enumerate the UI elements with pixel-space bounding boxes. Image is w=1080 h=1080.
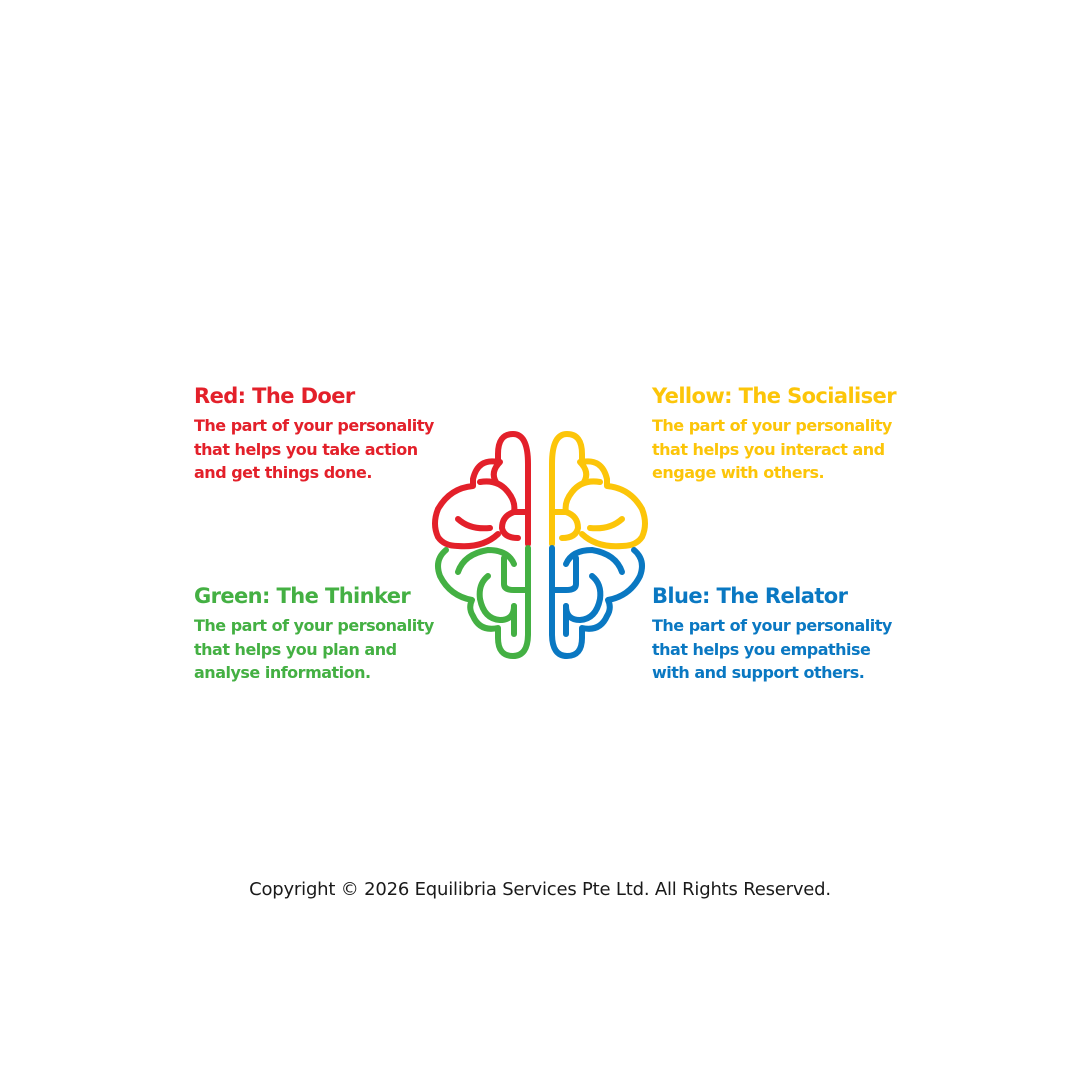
brain-green-lobe-icon [435, 545, 531, 659]
green-title: Green: The Thinker [194, 584, 411, 608]
blue-description: The part of your personality that helps … [652, 614, 922, 685]
green-description-line: that helps you plan and [194, 639, 397, 659]
green-description-line: analyse information. [194, 663, 371, 682]
brain-blue-lobe-icon [549, 545, 645, 659]
yellow-description-line: The part of your personality [652, 416, 892, 435]
green-description-line: The part of your personality [194, 616, 434, 635]
yellow-description: The part of your personality that helps … [652, 414, 922, 485]
green-description: The part of your personality that helps … [194, 614, 464, 685]
blue-title: Blue: The Relator [652, 584, 848, 608]
blue-description-line: with and support others. [652, 663, 865, 682]
red-description-line: that helps you take action [194, 439, 418, 459]
panel-yellow-socialiser: Yellow: The Socialiser The part of your … [652, 383, 922, 485]
copyright-footer: Copyright © 2026 Equilibria Services Pte… [249, 879, 831, 900]
panel-green-thinker: Green: The Thinker The part of your pers… [194, 583, 464, 685]
brain-yellow-lobe-icon [549, 431, 648, 550]
blue-description-line: that helps you empathise [652, 639, 871, 659]
panel-red-doer: Red: The Doer The part of your personali… [194, 383, 464, 485]
brain-icon [432, 431, 648, 659]
red-description-line: and get things done. [194, 463, 372, 482]
panel-blue-relator: Blue: The Relator The part of your perso… [652, 583, 922, 685]
red-title: Red: The Doer [194, 384, 355, 408]
red-description: The part of your personality that helps … [194, 414, 464, 485]
yellow-description-line: engage with others. [652, 463, 825, 482]
red-description-line: The part of your personality [194, 416, 434, 435]
yellow-description-line: that helps you interact and [652, 439, 885, 459]
blue-description-line: The part of your personality [652, 616, 892, 635]
yellow-title: Yellow: The Socialiser [652, 384, 897, 408]
brain-red-lobe-icon [432, 431, 531, 550]
